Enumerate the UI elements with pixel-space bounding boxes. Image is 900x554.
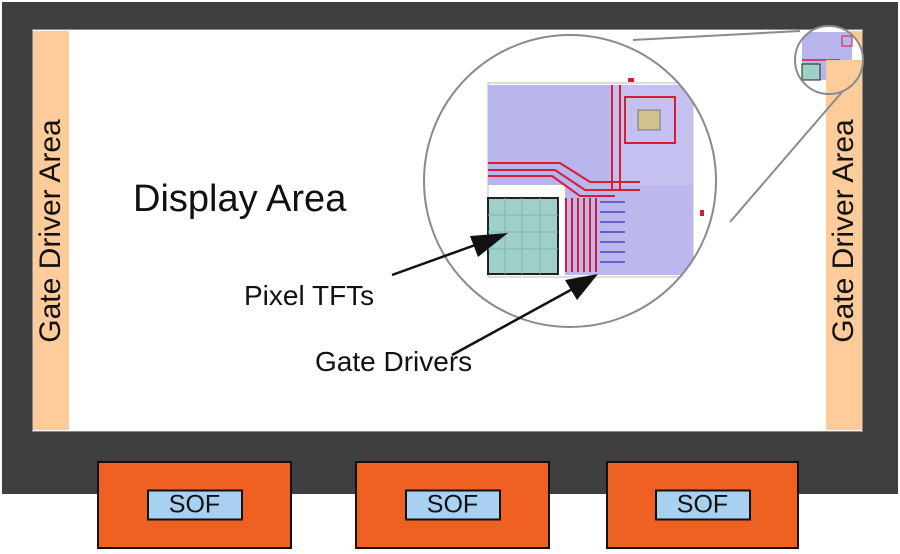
gate-drivers-label: Gate Drivers xyxy=(315,346,473,377)
gate-drivers-arrow xyxy=(451,274,598,357)
gate-driver-area-right: Gate Driver Area xyxy=(826,31,862,430)
sof-chip-2: SOF xyxy=(355,461,550,549)
sof-chip-1-label: SOF xyxy=(146,489,243,521)
gate-driver-area-left: Gate Driver Area xyxy=(33,31,69,430)
sof-chip-3-label: SOF xyxy=(654,489,751,521)
magnifier-leader-lines xyxy=(632,30,843,223)
magnifier-source-circle xyxy=(794,25,864,95)
pixel-tfts-arrow xyxy=(391,233,508,277)
sof-chip-1: SOF xyxy=(97,461,292,549)
pixel-tfts-label: Pixel TFTs xyxy=(244,280,375,311)
display-area-label: Display Area xyxy=(133,178,347,220)
sof-chip-3: SOF xyxy=(606,461,799,549)
magnified-layout-circle xyxy=(423,34,717,328)
sof-chip-2-label: SOF xyxy=(404,489,501,521)
